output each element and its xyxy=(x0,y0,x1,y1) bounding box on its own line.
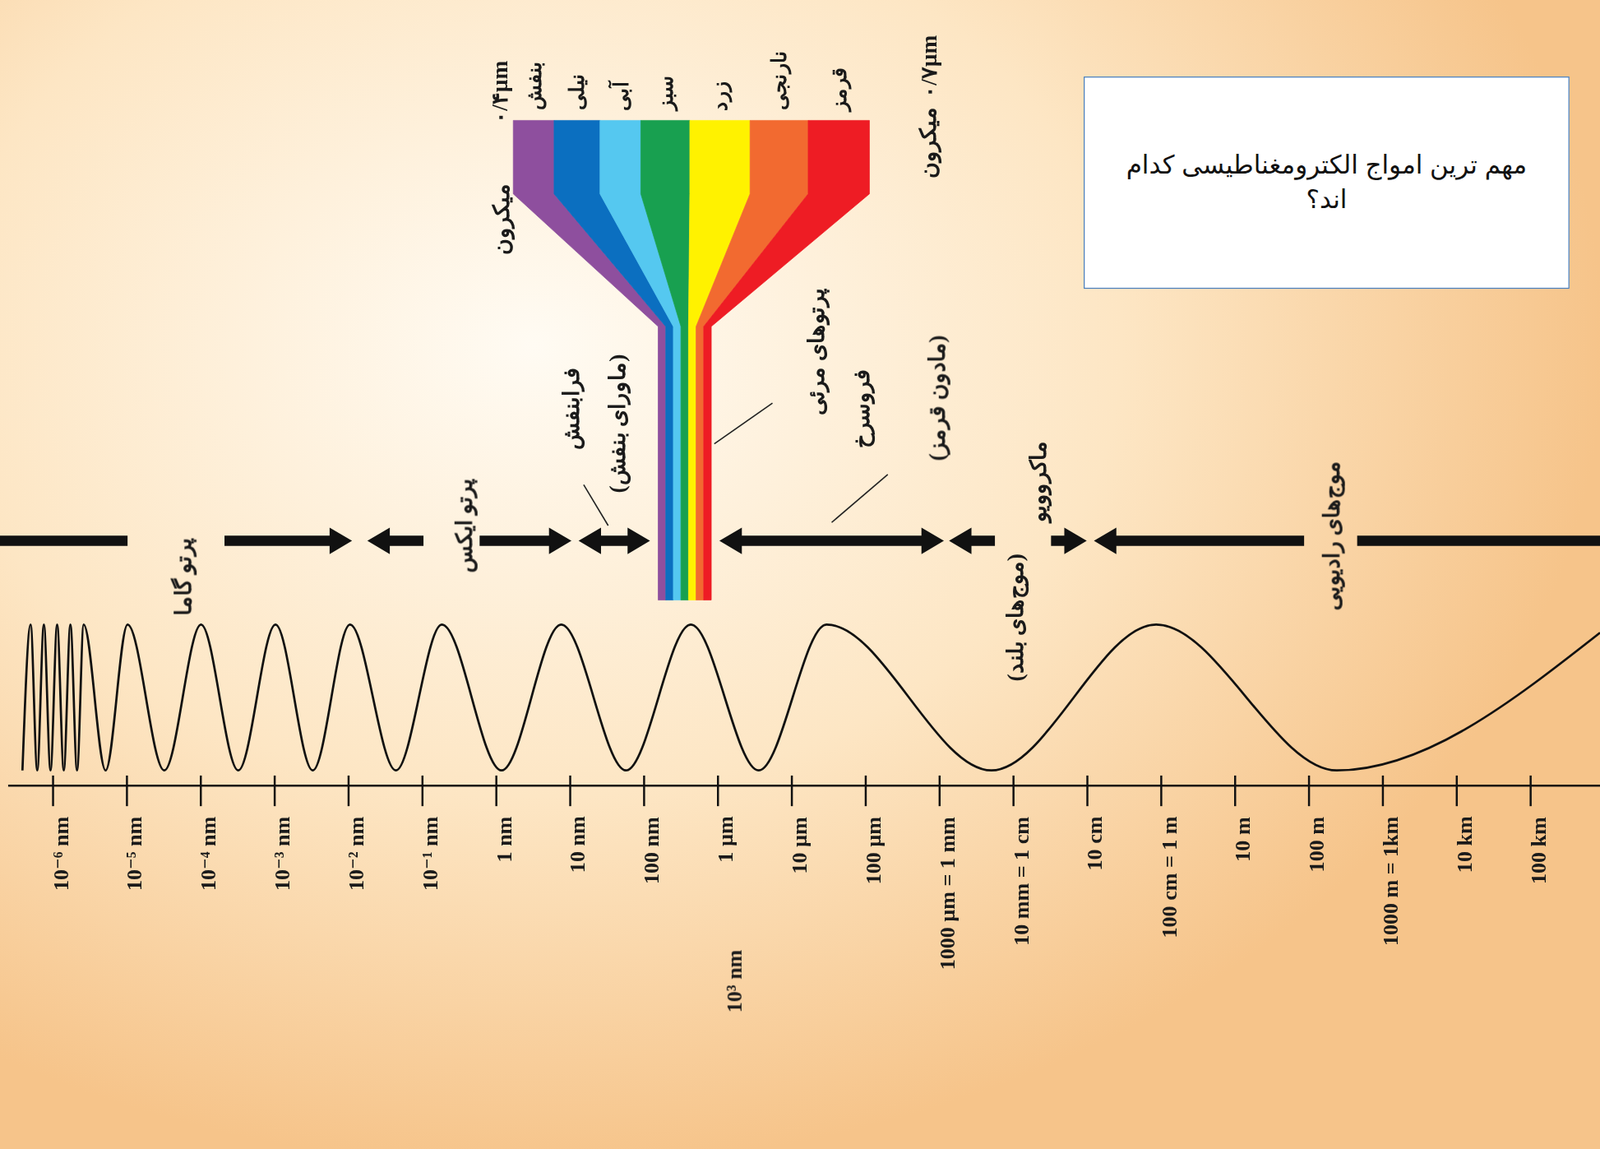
wavelength-label: 100 cm = 1 m xyxy=(1157,815,1182,938)
color-band xyxy=(696,120,809,600)
leader-line xyxy=(714,402,773,444)
axis-tick xyxy=(716,775,719,806)
wavelength-label: 10⁻⁵ nm xyxy=(123,816,148,891)
axis-tick xyxy=(273,775,276,806)
band-name: فرابنفش xyxy=(559,366,584,449)
axis-line xyxy=(8,784,1600,787)
axis-tick xyxy=(1012,775,1014,806)
color-name: بنفش xyxy=(522,60,545,111)
range-arrow xyxy=(479,527,572,554)
wavelength-label: 10⁻¹ nm xyxy=(418,816,443,891)
axis-tick xyxy=(568,775,571,806)
axis-tick xyxy=(1086,775,1088,806)
band-name: ماکروویو xyxy=(1026,440,1051,523)
wavelength-label: 10 km xyxy=(1453,815,1478,873)
band-name: پرتو گاما xyxy=(171,537,196,616)
wavelength-label: 100 m xyxy=(1305,815,1330,871)
unit-label: میکرون xyxy=(490,183,515,255)
wavelength-label: 10⁻⁶ nm xyxy=(49,816,74,891)
color-name: سبز xyxy=(654,75,677,111)
wavelength-label: 1000 µm = 1 mm xyxy=(935,816,960,970)
wavelength-label: 10³ nm xyxy=(722,948,747,1013)
visible-fan xyxy=(513,120,870,600)
range-arrow xyxy=(224,527,352,554)
wavelength-label: 10⁻³ nm xyxy=(271,816,296,891)
color-name: نارنجی xyxy=(767,50,790,111)
band-name: پرتوهای مرئی xyxy=(804,288,829,416)
unit-label: ۰/۴µm xyxy=(487,60,513,123)
wavelength-label: 10⁻² nm xyxy=(344,816,369,891)
wavelength-label: 10⁻⁴ nm xyxy=(197,816,222,891)
color-band xyxy=(703,120,870,600)
range-arrow xyxy=(948,527,995,554)
unit-label: ۰/۷µm xyxy=(915,34,941,98)
axis-tick xyxy=(1382,775,1384,806)
axis-tick xyxy=(1234,775,1236,806)
question-box: مهم ترین امواج الکترومغناطیسی کدام اند؟ xyxy=(1083,76,1570,289)
axis-tick xyxy=(421,775,424,806)
axis-tick xyxy=(1529,775,1531,806)
wavelength-label: 1000 m = 1km xyxy=(1378,816,1403,946)
leader-line xyxy=(831,474,888,523)
axis-tick xyxy=(790,775,793,806)
band-name: موج‌های رادیویی xyxy=(1318,461,1344,611)
band-name: (ماورای بنفش) xyxy=(605,354,630,494)
band-name: (موج‌های بلند) xyxy=(1003,552,1028,680)
axis-tick xyxy=(51,775,54,806)
range-arrow xyxy=(578,527,651,554)
wavelength-label: 10 mm = 1 cm xyxy=(1009,815,1034,945)
band-name: فروسرخ xyxy=(850,368,875,449)
range-arrow xyxy=(1093,527,1305,554)
range-arrow xyxy=(1050,527,1087,554)
wavelength-label: 10 m xyxy=(1231,816,1256,861)
wavelength-label: 100 km xyxy=(1526,816,1551,884)
wavelength-label: 100 nm xyxy=(640,816,665,884)
wave-line xyxy=(22,624,1600,770)
axis-tick xyxy=(1160,775,1162,806)
range-arrow xyxy=(1357,535,1600,546)
color-band xyxy=(640,120,690,600)
color-name: زرد xyxy=(707,80,731,111)
color-name: آبی xyxy=(609,80,632,111)
band-name: پرتو ایکس xyxy=(451,478,477,574)
axis-tick xyxy=(347,775,350,806)
unit-label: میکرون xyxy=(915,106,941,179)
color-name: قرمز xyxy=(827,66,851,111)
wavelength-label: 1 µm xyxy=(714,815,739,862)
color-name: نیلی xyxy=(565,73,588,111)
axis-tick xyxy=(125,775,128,806)
range-arrow xyxy=(0,535,128,546)
wavelength-label: 10 cm xyxy=(1083,816,1108,871)
axis-tick xyxy=(199,775,202,806)
range-arrow xyxy=(719,527,944,554)
wavelength-label: 10 nm xyxy=(566,815,591,873)
axis-tick xyxy=(642,775,645,806)
axis-tick xyxy=(1308,775,1310,806)
band-name: (مادون قرمز) xyxy=(924,335,949,462)
axis-tick xyxy=(494,775,497,806)
axis-tick xyxy=(1456,775,1458,806)
wavelength-label: 10 µm xyxy=(788,816,813,874)
range-arrow xyxy=(367,527,424,554)
question-text: مهم ترین امواج الکترومغناطیسی کدام اند؟ xyxy=(1084,138,1568,228)
wavelength-label: 1 nm xyxy=(492,816,517,863)
axis-tick xyxy=(864,775,867,806)
axis-tick xyxy=(938,775,941,806)
wavelength-label: 100 µm xyxy=(862,815,887,884)
